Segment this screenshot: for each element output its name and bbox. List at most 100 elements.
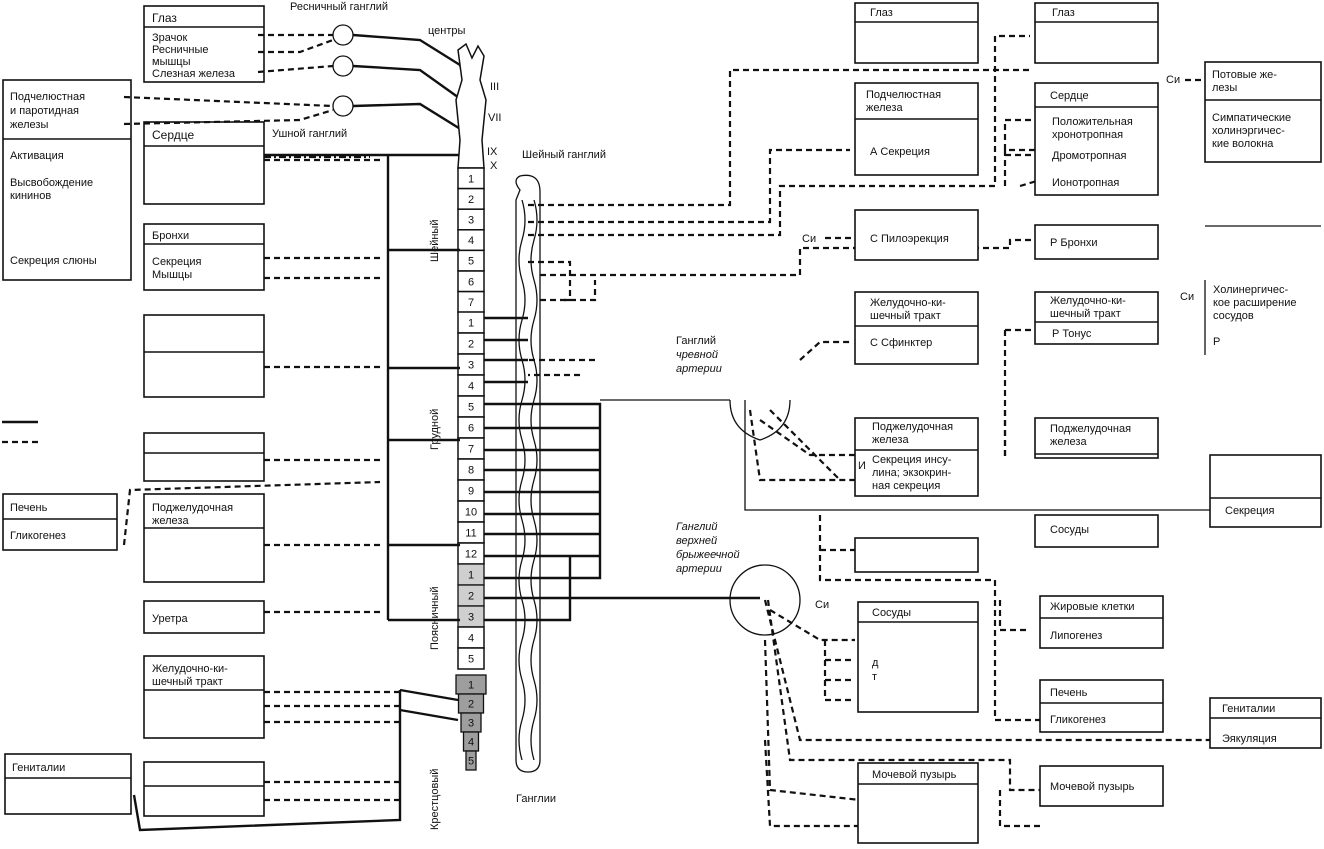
left-blank-box-2 <box>143 432 265 482</box>
centers-label: центры <box>428 25 466 37</box>
secretion-line: Секреция <box>1225 505 1275 517</box>
left-liver-title: Печень <box>10 502 48 514</box>
sup-mesenteric-ganglion-label: брыжеечной <box>676 549 740 561</box>
spinal-segment-label: 1 <box>468 318 474 330</box>
sweat-title: лезы <box>1212 82 1237 94</box>
right-pancreas-box-2: Поджелудочная железа <box>1034 417 1159 459</box>
gi2-title: шечный тракт <box>1050 308 1121 320</box>
right-liver-title: Печень <box>1050 687 1088 699</box>
vessels2-marker: т <box>872 671 877 683</box>
pancreas1-line: ная секреция <box>872 480 940 492</box>
pancreas1-line: Секреция инсу- <box>872 454 952 466</box>
spinal-segment-label: 12 <box>465 549 477 561</box>
right-liver-box: Печень Гликогенез <box>1039 679 1164 733</box>
vessels2-marker: д <box>872 657 879 669</box>
left-salivary-title: Подчелюстная <box>10 91 85 103</box>
spinal-segment-label: 5 <box>468 654 474 666</box>
spinal-segment-label: 2 <box>468 699 474 711</box>
thoracic-outflow <box>484 316 1210 622</box>
left-bronchi-line: Секреция <box>152 256 202 268</box>
si-label: Си <box>815 599 829 611</box>
celiac-ganglion <box>729 399 1040 722</box>
spinal-segment-label: 5 <box>468 756 474 768</box>
left-bronchi-title: Бронхи <box>152 230 189 242</box>
gi1-title: шечный тракт <box>870 310 941 322</box>
spinal-segment-label: 2 <box>468 339 474 351</box>
left-salivary-line: Активация <box>10 150 64 162</box>
right-heart-title: Сердце <box>1050 90 1089 102</box>
left-heart-title: Сердце <box>152 128 194 142</box>
submand-title: железа <box>866 102 903 114</box>
right-bladder-box-1: Мочевой пузырь <box>857 762 979 844</box>
spinal-segment-label: 4 <box>468 633 474 645</box>
ciliary-ganglion-label: Ресничный ганглий <box>290 1 388 13</box>
otic-ganglion-icon <box>332 95 354 117</box>
spinal-segment-label: 10 <box>465 507 477 519</box>
pancreas2-title: железа <box>1050 436 1087 448</box>
left-genitalia-box: Гениталии <box>4 753 132 815</box>
left-eye-line: Ресничные <box>152 44 209 56</box>
spinal-segment-label: 7 <box>468 444 474 456</box>
spinal-segment-label: 11 <box>465 528 476 540</box>
sup-mesenteric-ganglion <box>729 564 1210 828</box>
left-eye-title: Глаз <box>152 11 177 25</box>
right-eye-box-1: Глаз <box>854 2 979 64</box>
bladder2-title: Мочевой пузырь <box>1050 781 1135 793</box>
pancreas1-title: железа <box>872 434 909 446</box>
left-salivary-line: кининов <box>10 190 51 202</box>
gi1-line: С Сфинктер <box>870 337 932 349</box>
gi2-line: Р Тонус <box>1052 328 1092 340</box>
right-genitalia-line: Эякуляция <box>1222 733 1277 745</box>
right-eye-box-2: Глаз <box>1034 2 1159 64</box>
sweat-sub: кие волокна <box>1212 138 1274 150</box>
left-pancreas-title: железа <box>152 515 189 527</box>
spinal-segment-label: 5 <box>468 256 474 268</box>
pancreas1-title: Поджелудочная <box>872 421 953 433</box>
legend <box>2 420 38 444</box>
ganglia-label: Ганглии <box>516 793 556 805</box>
nerve-vii-label: VII <box>488 112 501 124</box>
right-eye-title: Глаз <box>870 7 893 19</box>
cranial-fibers <box>123 33 470 620</box>
vessels1-title: Сосуды <box>1050 524 1089 536</box>
right-heart-line: Дромотропная <box>1052 150 1127 162</box>
left-blank-box-1 <box>143 314 265 398</box>
right-genitalia-box: Гениталии Эякуляция <box>1209 697 1322 749</box>
left-eye-line: Зрачок <box>152 32 187 44</box>
ganglion-icon <box>332 55 354 77</box>
celiac-ganglion-label: чревной <box>676 349 718 361</box>
ganglia-circles <box>332 24 354 117</box>
left-genitalia-title: Гениталии <box>12 762 65 774</box>
spinal-segment-label: 1 <box>468 570 474 582</box>
pilo-line: С Пилоэрекция <box>870 233 949 245</box>
spinal-segment-label: 2 <box>468 591 474 603</box>
right-vessels-box-1: Сосуды <box>1034 514 1159 548</box>
pancreas1-line: лина; экзокрин- <box>872 467 952 479</box>
right-submand-box: Подчелюстная железа А Секреция <box>854 82 979 176</box>
right-cholinergic-block: Холинергичес- кое расширение сосудов Р <box>1204 225 1321 355</box>
right-pancreas-box-1: Поджелудочная железа Секреция инсу- лина… <box>854 417 979 497</box>
left-eye-line: Слезная железа <box>152 68 236 80</box>
spinal-segment-label: 6 <box>468 276 474 288</box>
ciliary-ganglion-icon <box>332 24 354 46</box>
region-thoracic-label: Грудной <box>429 409 441 450</box>
nerve-x-label: X <box>490 160 498 172</box>
left-salivary-title: и паротидная <box>10 105 79 117</box>
cholinergic-line: сосудов <box>1213 310 1254 322</box>
left-salivary-title: железы <box>10 119 48 131</box>
right-genitalia-title: Гениталии <box>1222 703 1275 715</box>
fat-title: Жировые клетки <box>1050 601 1135 613</box>
left-heart-box: Сердце <box>143 121 265 205</box>
region-sacral-label: Крестцовый <box>429 769 441 830</box>
right-eye-title: Глаз <box>1052 7 1075 19</box>
right-liver-line: Гликогенез <box>1050 714 1106 726</box>
region-cervical-label: Шейный <box>429 220 441 262</box>
left-blank-box-3 <box>143 761 265 817</box>
si-label: Си <box>1166 74 1180 86</box>
submand-title: Подчелюстная <box>866 89 941 101</box>
left-gi-box: Желудочно-ки- шечный тракт <box>143 655 265 739</box>
left-pancreas-box: Поджелудочная железа <box>143 493 265 583</box>
nerve-ix-label: IX <box>487 146 498 158</box>
otic-ganglion-label: Ушной ганглий <box>272 128 347 140</box>
